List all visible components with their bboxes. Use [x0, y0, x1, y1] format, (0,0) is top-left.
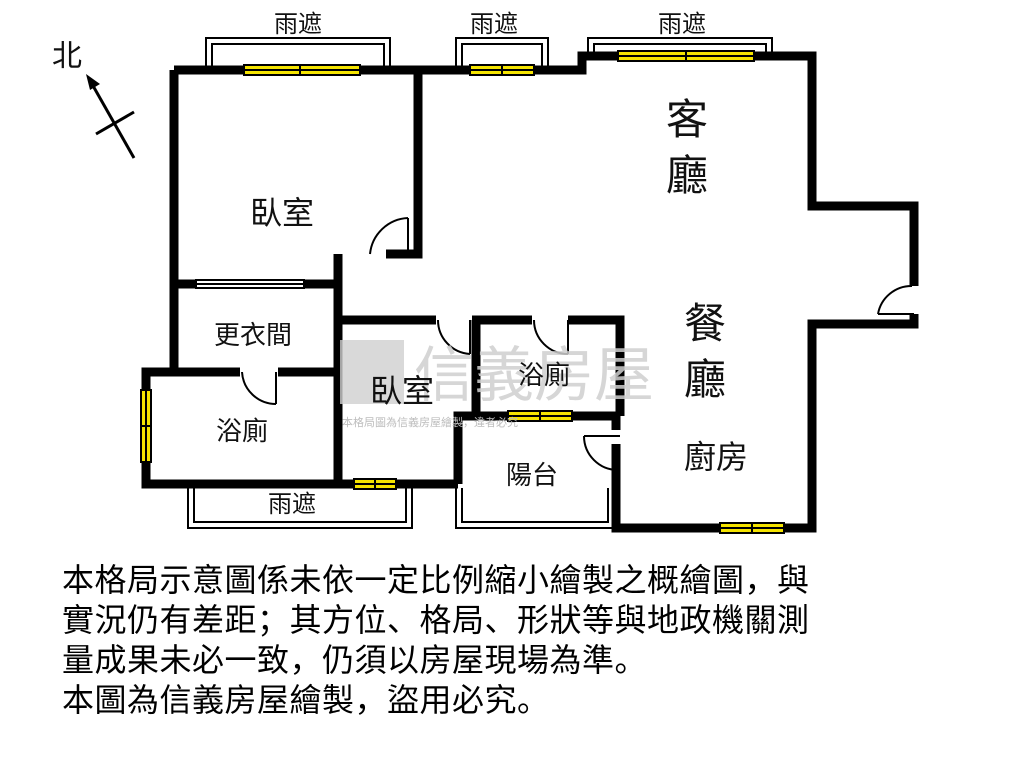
watermark: 信義房屋 本格局圖為信義房屋繪製，違者必究 [340, 340, 654, 429]
room-bath-left: 浴廁 [216, 417, 268, 447]
watermark-notice: 本格局圖為信義房屋繪製，違者必究 [342, 415, 518, 429]
canopy-label: 雨遮 [658, 10, 706, 38]
room-living: 客 廳 [666, 95, 721, 200]
floor-plan: 北 [52, 10, 919, 534]
north-arrow-icon [86, 74, 136, 159]
room-bedroom-second: 臥室 [370, 372, 434, 410]
compass-north-label: 北 [52, 39, 82, 74]
brand-logo-icon [340, 340, 404, 404]
room-kitchen: 廚房 [684, 438, 748, 476]
room-bedroom-main: 臥室 [250, 194, 314, 232]
windows [140, 50, 785, 534]
room-dining: 餐 廳 [684, 299, 739, 404]
canopy-label: 雨遮 [268, 490, 316, 518]
canopy-label: 雨遮 [274, 10, 322, 38]
disclaimer-line: 實況仍有差距；其方位、格局、形狀等與地政機關測 [62, 601, 810, 639]
room-balcony: 陽台 [506, 461, 558, 491]
closet-sliding-door [195, 279, 305, 289]
walls [141, 51, 919, 533]
canopy-label: 雨遮 [470, 10, 518, 38]
disclaimer-line: 本圖為信義房屋繪製，盜用必究。 [62, 681, 550, 719]
canopy-outlines [187, 37, 773, 529]
disclaimer: 本格局示意圖係未依一定比例縮小繪製之概繪圖，與 實況仍有差距；其方位、格局、形狀… [62, 560, 1002, 720]
door-swings [241, 217, 914, 471]
watermark-brand: 信義房屋 [414, 341, 654, 411]
room-bath-center: 浴廁 [518, 361, 570, 391]
room-closet: 更衣間 [214, 321, 292, 351]
disclaimer-line: 量成果未必一致，仍須以房屋現場為準。 [62, 641, 648, 679]
disclaimer-line: 本格局示意圖係未依一定比例縮小繪製之概繪圖，與 [62, 561, 810, 599]
